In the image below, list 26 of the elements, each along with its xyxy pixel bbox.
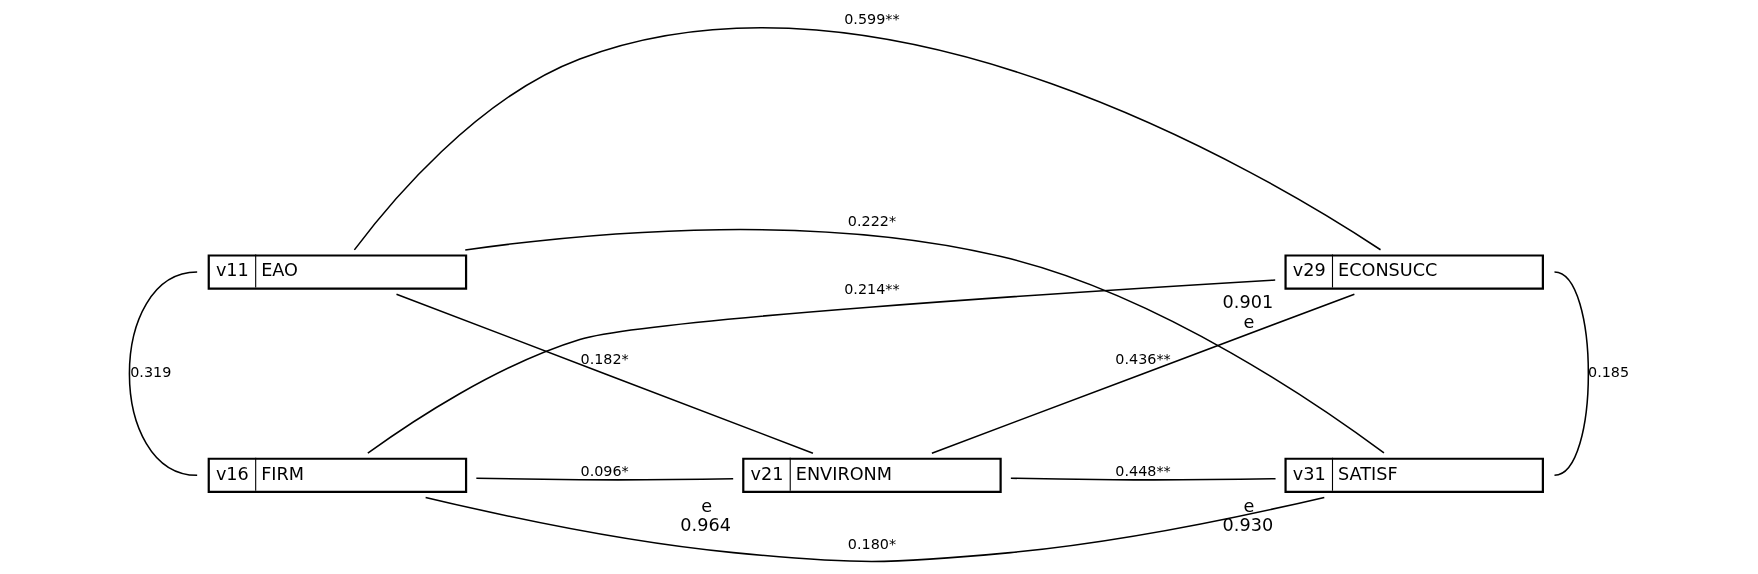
node-label: e — [1243, 495, 1254, 516]
connector — [395, 293, 814, 454]
node-label: 0.964 — [679, 515, 731, 536]
edge-label: 0.214** — [843, 280, 900, 297]
edge-label: 0.448** — [1114, 462, 1171, 479]
edge-label: 0.182* — [580, 351, 629, 368]
connector — [128, 271, 198, 477]
edge-label: 0.436** — [1114, 351, 1171, 368]
connector — [366, 279, 1276, 454]
edge-label: 0.319 — [129, 364, 171, 381]
edge-label: 0.096* — [580, 462, 629, 479]
node-label: 0.930 — [1222, 515, 1273, 536]
connector — [930, 293, 1355, 454]
edge-label: 0.180* — [847, 535, 896, 552]
node-label: 0.901 — [1222, 292, 1273, 313]
edge-label: 0.599** — [843, 11, 900, 28]
connector — [463, 228, 1385, 454]
connector — [475, 477, 734, 481]
connector — [424, 496, 1325, 563]
node-label: e — [700, 495, 712, 516]
node-label: e — [1243, 312, 1254, 333]
edge-label: 0.185 — [1587, 364, 1629, 381]
connector — [1553, 271, 1589, 477]
edge-label: 0.222* — [847, 213, 896, 230]
connector — [1009, 477, 1276, 481]
connector — [353, 27, 1381, 251]
